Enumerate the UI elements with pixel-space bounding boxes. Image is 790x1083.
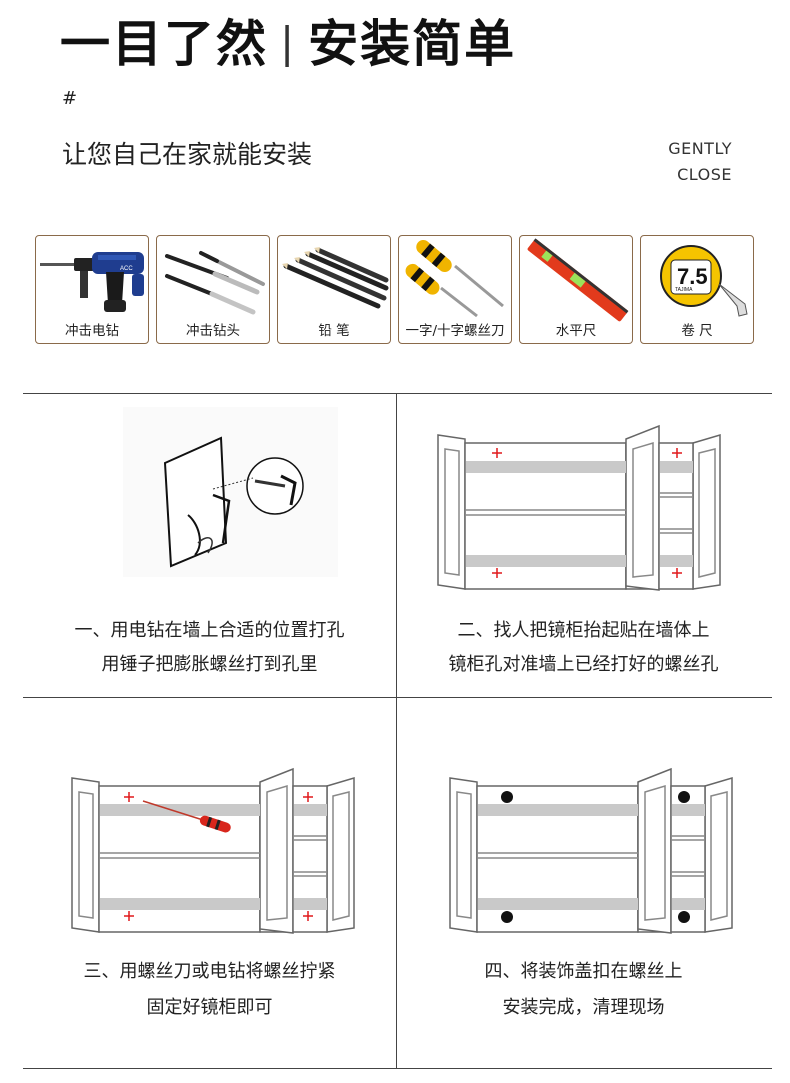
step-2: 二、找人把镜柜抬起贴在墙体上 镜柜孔对准墙上已经打好的螺丝孔 xyxy=(397,393,770,697)
tool-card-hammer-drill: ACC 冲击电钻 xyxy=(35,235,149,344)
tool-label: 冲击电钻 xyxy=(65,323,119,339)
svg-text:ACC: ACC xyxy=(120,266,133,272)
hash-mark: # xyxy=(62,88,78,109)
step-4: 四、将装饰盖扣在螺丝上 安装完成，清理现场 xyxy=(397,698,770,1018)
tool-card-spirit-level: 水平尺 xyxy=(519,235,633,344)
divider-bottom xyxy=(23,1068,772,1069)
spirit-level-icon xyxy=(527,238,629,322)
gently-text: GENTLY xyxy=(668,139,732,158)
close-text: CLOSE xyxy=(677,165,732,184)
screw-tightening-illustration xyxy=(71,767,355,934)
pencils-icon xyxy=(282,247,389,309)
tool-label: 水平尺 xyxy=(555,323,597,339)
hammer-drill-icon: ACC xyxy=(40,252,144,312)
tool-label: 铅 笔 xyxy=(318,323,350,339)
divider-top xyxy=(23,393,772,394)
step-4-line-2: 安装完成，清理现场 xyxy=(502,997,665,1018)
step-1: 一、用电钻在墙上合适的位置打孔 用锤子把膨胀螺丝打到孔里 xyxy=(23,393,396,697)
tool-card-drill-bits: 冲击钻头 xyxy=(156,235,270,344)
svg-text:7.5: 7.5 xyxy=(677,264,708,289)
steps-grid: 一、用电钻在墙上合适的位置打孔 用锤子把膨胀螺丝打到孔里 xyxy=(23,393,772,1069)
svg-text:TAJIMA: TAJIMA xyxy=(675,287,693,293)
step-3-line-1: 三、用螺丝刀或电钻将螺丝拧紧 xyxy=(83,961,336,982)
main-title: 一目了然|安装简单 xyxy=(60,4,516,76)
step-1-line-2: 用锤子把膨胀螺丝打到孔里 xyxy=(101,654,318,675)
step-2-line-2: 镜柜孔对准墙上已经打好的螺丝孔 xyxy=(448,654,719,675)
tools-row: ACC 冲击电钻 冲击钻头 xyxy=(35,235,757,346)
drill-bits-icon xyxy=(165,251,265,315)
step-3: 三、用螺丝刀或电钻将螺丝拧紧 固定好镜柜即可 xyxy=(23,698,396,1018)
decorative-caps-illustration xyxy=(449,767,733,934)
divider-vertical xyxy=(396,393,397,1069)
title-separator: | xyxy=(280,18,297,67)
title-left: 一目了然 xyxy=(60,15,268,73)
gently-close-label: GENTLY CLOSE xyxy=(668,136,732,188)
title-right: 安装简单 xyxy=(308,15,517,73)
drilling-illustration xyxy=(123,407,338,577)
tape-measure-icon: 7.5 TAJIMA xyxy=(660,245,748,317)
tool-card-tape-measure: 7.5 TAJIMA 卷 尺 xyxy=(640,235,754,344)
tool-card-screwdrivers: 一字/十字螺丝刀 xyxy=(398,235,512,344)
tool-card-pencils: 铅 笔 xyxy=(277,235,391,344)
step-2-line-1: 二、找人把镜柜抬起贴在墙体上 xyxy=(457,620,710,641)
subtitle: 让您自己在家就能安装 xyxy=(62,140,313,169)
step-1-line-1: 一、用电钻在墙上合适的位置打孔 xyxy=(74,620,345,641)
tool-label: 一字/十字螺丝刀 xyxy=(405,323,505,339)
screwdrivers-icon xyxy=(405,240,504,318)
tool-label: 卷 尺 xyxy=(681,323,713,339)
cabinet-mounting-illustration xyxy=(437,424,721,591)
divider-middle xyxy=(23,697,772,698)
tool-label: 冲击钻头 xyxy=(186,323,240,339)
step-3-line-2: 固定好镜柜即可 xyxy=(146,997,273,1018)
step-4-line-1: 四、将装饰盖扣在螺丝上 xyxy=(484,961,683,982)
